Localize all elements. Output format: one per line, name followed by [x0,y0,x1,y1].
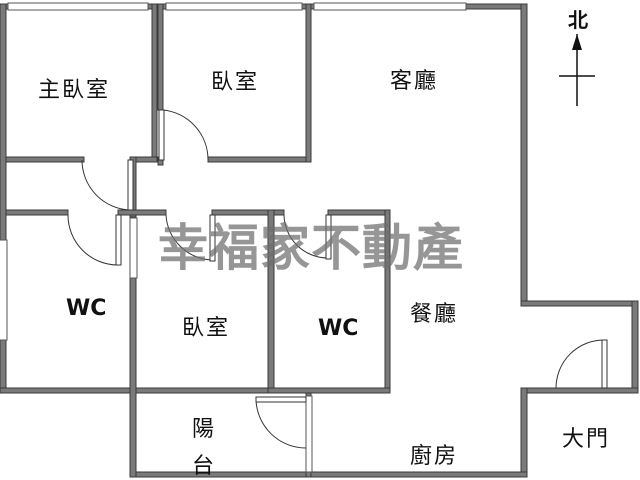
room-balcony-line2: 台 [192,454,217,479]
north-label: 北 [568,8,588,32]
room-wc-middle: WC [318,316,359,341]
room-dining: 餐廳 [410,302,459,327]
windows [0,2,467,473]
room-kitchen: 廚房 [410,444,459,469]
walls [0,3,639,478]
room-wc-left: WC [66,296,107,321]
room-bedroom-middle: 臥室 [182,316,231,341]
room-living: 客廳 [390,69,439,94]
main-door-label: 大門 [562,427,611,452]
room-bedroom-top: 臥室 [211,70,260,95]
north-arrow [559,34,595,106]
watermark: 幸福家不動產 [158,219,464,277]
room-master-bedroom: 主臥室 [38,78,111,103]
doors [67,109,608,449]
room-balcony-line1: 陽 [192,417,217,442]
